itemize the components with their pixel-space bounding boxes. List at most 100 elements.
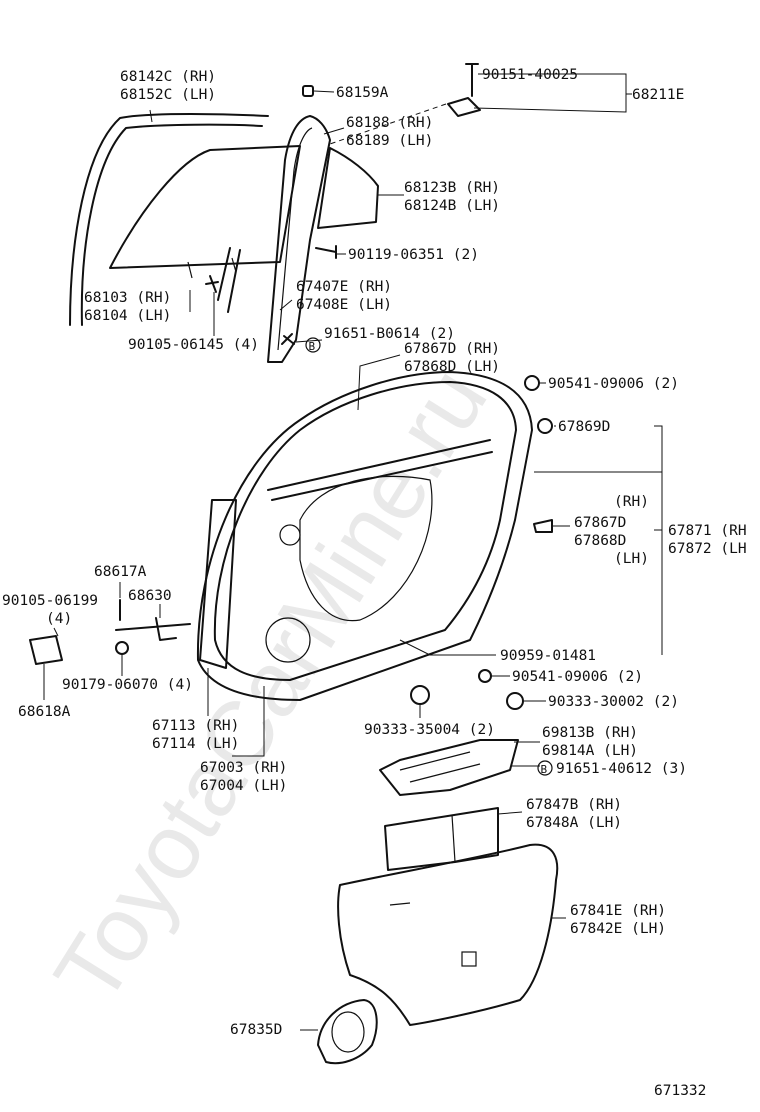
leader-68142c xyxy=(149,109,153,123)
svg-text:67841E (RH): 67841E (RH) xyxy=(570,903,666,919)
hinge-68618a xyxy=(29,635,63,665)
door-panel xyxy=(213,381,517,681)
svg-text:67407E (RH): 67407E (RH) xyxy=(296,279,392,295)
service-hole-cover xyxy=(384,807,499,871)
speaker-opening xyxy=(265,617,311,663)
svg-text:(LH): (LH) xyxy=(614,551,649,567)
callout-90333-35004: 90333-35004 (2) xyxy=(364,722,495,738)
svg-text:68188 (RH): 68188 (RH) xyxy=(346,115,433,131)
svg-text:(RH): (RH) xyxy=(614,494,649,510)
lock-bracket-detail xyxy=(399,751,481,783)
svg-text:67868D (LH): 67868D (LH) xyxy=(404,359,500,375)
svg-text:91651-40612 (3): 91651-40612 (3) xyxy=(556,761,687,777)
leader-bracket-right xyxy=(534,425,663,655)
svg-text:68124B (LH): 68124B (LH) xyxy=(404,198,500,214)
nut-90179 xyxy=(115,641,129,655)
callout-68188: 68188 (RH) 68189 (LH) xyxy=(346,115,433,149)
svg-text:67868D: 67868D xyxy=(574,533,626,549)
clip-67869d xyxy=(537,418,553,434)
svg-text:67114 (LH): 67114 (LH) xyxy=(152,736,239,752)
svg-text:67842E (LH): 67842E (LH) xyxy=(570,921,666,937)
svg-text:69814A (LH): 69814A (LH) xyxy=(542,743,638,759)
leader-68211e xyxy=(473,93,632,113)
callout-68103: 68103 (RH) 68104 (LH) xyxy=(84,290,171,324)
callout-90105-06145: 90105-06145 (4) xyxy=(128,337,259,353)
svg-text:68142C (RH): 68142C (RH) xyxy=(120,69,216,85)
svg-text:90541-09006 (2): 90541-09006 (2) xyxy=(548,376,679,392)
leader-67847b xyxy=(497,811,523,815)
callout-67003: 67003 (RH) 67004 (LH) xyxy=(200,760,287,794)
svg-text:68152C (LH): 68152C (LH) xyxy=(120,87,216,103)
glass-channel xyxy=(187,257,237,279)
plug-90541-lower xyxy=(478,669,492,683)
callout-68630: 68630 xyxy=(128,588,172,604)
bolt-90151 xyxy=(465,63,479,97)
callout-68617a: 68617A xyxy=(94,564,147,580)
check-68630 xyxy=(115,617,191,641)
division-bar-inner xyxy=(277,127,313,351)
callout-67867d-top: 67867D (RH) 67868D (LH) xyxy=(404,341,500,375)
svg-text:90333-35004 (2): 90333-35004 (2) xyxy=(364,722,495,738)
svg-text:67848A (LH): 67848A (LH) xyxy=(526,815,622,831)
leader-68188 xyxy=(323,127,345,135)
callout-67407e: 67407E (RH) 67408E (LH) xyxy=(296,279,392,313)
bolt-marker-1: B xyxy=(305,337,321,353)
callout-90541-09006-upper: 90541-09006 (2) xyxy=(548,376,679,392)
leader-68159a xyxy=(313,90,335,93)
bolt-90105-06145 xyxy=(205,275,219,293)
callout-91651-40612: 91651-40612 (3) xyxy=(556,761,687,777)
svg-text:67867D: 67867D xyxy=(574,515,626,531)
callout-lh-note: (LH) xyxy=(614,551,649,567)
svg-text:90151-40025: 90151-40025 xyxy=(482,67,578,83)
leader-90959 xyxy=(399,639,496,656)
svg-text:67872 (LH: 67872 (LH xyxy=(668,541,747,557)
svg-text:68211E: 68211E xyxy=(632,87,684,103)
svg-text:B: B xyxy=(541,763,548,776)
svg-text:90105-06145 (4): 90105-06145 (4) xyxy=(128,337,259,353)
callout-90105-06199: 90105-06199 (4) xyxy=(2,593,98,627)
leader-67867d-top xyxy=(357,354,401,411)
svg-text:67867D (RH): 67867D (RH) xyxy=(404,341,500,357)
lower-sash-channel xyxy=(217,247,241,313)
callout-68142c: 68142C (RH) 68152C (LH) xyxy=(120,69,216,103)
callout-91651-b0614: 91651-B0614 (2) xyxy=(324,326,455,342)
svg-text:68104 (LH): 68104 (LH) xyxy=(84,308,171,324)
svg-text:67003 (RH): 67003 (RH) xyxy=(200,760,287,776)
plug-90333-30002 xyxy=(506,692,524,710)
leader-67407e xyxy=(279,299,293,311)
trim-detail xyxy=(389,902,411,906)
leader-67003 xyxy=(232,686,265,757)
svg-text:68123B (RH): 68123B (RH) xyxy=(404,180,500,196)
svg-text:67869D: 67869D xyxy=(558,419,610,435)
callout-69813b: 69813B (RH) 69814A (LH) xyxy=(542,725,638,759)
leader-68211e-dash xyxy=(329,103,447,145)
callout-67869d: 67869D xyxy=(558,419,610,435)
svg-text:68103 (RH): 68103 (RH) xyxy=(84,290,171,306)
callout-67867d-mid: 67867D 67868D xyxy=(574,515,626,549)
bolt-91651-b0614 xyxy=(281,333,295,345)
svg-text:91651-B0614 (2): 91651-B0614 (2) xyxy=(324,326,455,342)
callout-90959-01481: 90959-01481 xyxy=(500,648,596,664)
leader-90105-06199 xyxy=(53,627,59,637)
callout-68618a: 68618A xyxy=(18,704,71,720)
door-weatherstrip xyxy=(196,371,533,701)
callout-67841e: 67841E (RH) 67842E (LH) xyxy=(570,903,666,937)
division-bar xyxy=(267,115,331,363)
svg-text:67871 (RH: 67871 (RH xyxy=(668,523,747,539)
service-hole-cover-fold xyxy=(451,814,456,863)
svg-text:(4): (4) xyxy=(46,611,72,627)
callout-68211e: 68211E xyxy=(632,87,684,103)
svg-text:90119-06351 (2): 90119-06351 (2) xyxy=(348,247,479,263)
screw-90119 xyxy=(315,245,337,259)
callout-67847b: 67847B (RH) 67848A (LH) xyxy=(526,797,622,831)
window-run-channel xyxy=(69,113,269,326)
door-trim-board xyxy=(337,843,559,1026)
svg-text:90105-06199: 90105-06199 xyxy=(2,593,98,609)
door-panel-hole xyxy=(279,524,301,546)
callout-68123b: 68123B (RH) 68124B (LH) xyxy=(404,180,500,214)
svg-text:67408E (LH): 67408E (LH) xyxy=(296,297,392,313)
svg-text:68159A: 68159A xyxy=(336,85,389,101)
callout-90179-06070: 90179-06070 (4) xyxy=(62,677,193,693)
svg-text:67835D: 67835D xyxy=(230,1022,282,1038)
